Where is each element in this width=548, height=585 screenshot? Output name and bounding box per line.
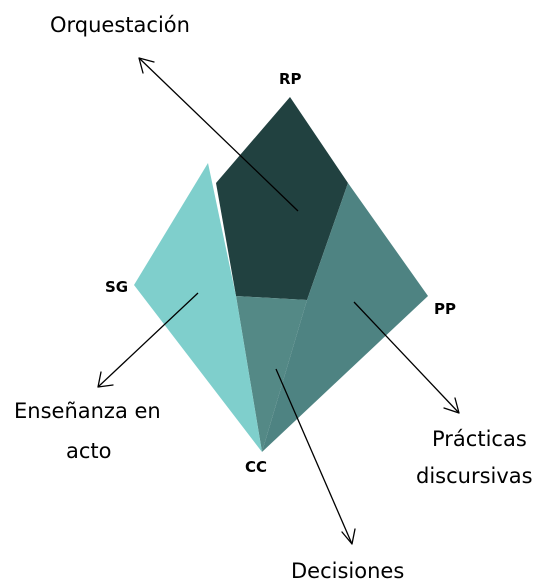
left-face-light — [134, 163, 262, 452]
arrow-orquestacion — [138, 57, 299, 212]
arrow-ensenanza — [97, 292, 199, 388]
arrow-practicas — [353, 301, 460, 414]
top-face-dark — [216, 97, 348, 300]
label-orquestacion: Orquestación — [50, 13, 190, 37]
vertex-label-cc: CC — [245, 458, 267, 476]
lower-middle-face — [236, 296, 307, 452]
label-practicas-line2: discursivas — [416, 464, 533, 488]
vertex-label-rp: RP — [279, 70, 302, 88]
label-ensenanza-line2: acto — [66, 439, 112, 463]
label-practicas-line1: Prácticas — [432, 427, 527, 451]
right-face-medium — [262, 183, 428, 452]
vertex-label-pp: PP — [434, 300, 456, 318]
label-ensenanza-line1: Enseñanza en — [14, 399, 161, 423]
label-decisiones: Decisiones — [291, 559, 404, 583]
vertex-label-sg: SG — [105, 278, 128, 296]
arrow-decisiones — [275, 368, 356, 545]
